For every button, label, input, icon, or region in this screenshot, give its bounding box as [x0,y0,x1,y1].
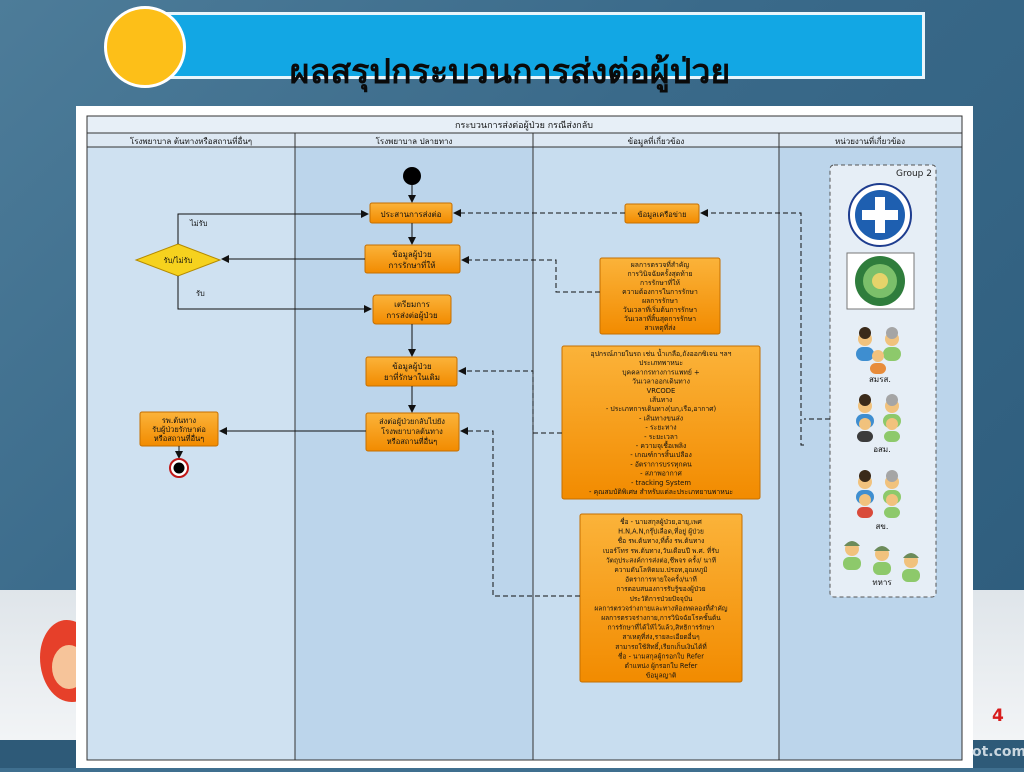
treatment-results-line: วันเวลาที่เริ่มต้นการรักษา [623,305,697,314]
people-icon-group-2 [856,394,901,442]
treatment-results-line: การรักษาที่ให้ [640,278,680,287]
treatment-results-line: การวินิจฉัยครั้งสุดท้าย [628,268,693,278]
patient-info-line: ชื่อ รพ.ต้นทาง,ที่ตั้ง รพ.ต้นทาง [618,536,705,545]
patient-info-line: การตอบสนองการรับรู้ของผู้ป่วย [616,585,705,593]
transport-info-line: วันเวลาออกเดินทาง [632,378,690,386]
treatment-results-list: ผลการตรวจที่สำคัญการวินิจฉัยครั้งสุดท้าย… [622,260,698,332]
decision-label: รับ/ไม่รับ [164,256,193,265]
label-accept: รับ [196,289,205,298]
box-origin-line3: หรือสถานที่อื่นๆ [154,433,205,443]
people-icon-group-1 [856,327,901,374]
box-medication-line2: ยาที่รักษาในเดิม [384,371,440,382]
box-origin-line1: รพ.ต้นทาง [162,416,197,425]
box-prepare-line2: การส่งต่อผู้ป่วย [386,311,437,321]
box-origin-line2: รับผู้ป่วยรักษาต่อ [152,425,206,434]
diagram-panel: กระบวนการส่งต่อผู้ป่วย กรณีส่งกลับ โรงพย… [76,106,973,768]
box-patient-treatment-line2: การรักษาที่ให้ [389,259,436,270]
treatment-results-line: ผลการตรวจที่สำคัญ [631,260,690,269]
patient-info-line: H.N,A.N,กรุ๊ปเลือด,ที่อยู่ ผู้ป่วย [618,527,704,536]
box-transport-info [561,345,761,500]
transport-info-line: - ประเภทการเดินทาง(บก,เรือ,อากาศ) [606,405,717,413]
patient-info-line: วัตถุประสงค์การส่งต่อ,ชีพจร ครั้ง/ นาที [606,555,716,564]
lane-destination [294,146,534,761]
lane-origin [86,146,296,761]
box-send-back [365,412,460,452]
patient-info-line: ชื่อ - นามสกุลผู้กรอกใบ Refer [618,651,704,660]
transport-info-list: อุปกรณ์ภายในรถ เช่น น้ำเกลือ,ถังออกซิเจน… [589,348,733,496]
label-reject: ไม่รับ [189,219,208,228]
transport-info-line: - อัตราการบรรทุกคน [630,460,692,468]
people-label-4: ทหาร [872,578,892,587]
page-title: ผลสรุปกระบวนการส่งต่อผู้ป่วย [289,52,731,92]
box-patient-treatment-line1: ข้อมูลผู้ป่วย [392,250,431,260]
box-network-label: ข้อมูลเครือข่าย [637,210,686,219]
box-send-line2: โรงพยาบาลต้นทาง [381,427,443,436]
box-patient-info [579,513,743,683]
box-coordinate [369,202,453,224]
box-send-line3: หรือสถานที่อื่นๆ [387,436,438,446]
treatment-results-line: ความต้องการในการรักษา [622,288,698,296]
people-label-3: สข. [876,522,889,531]
treatment-results-line: ผลการรักษา [642,297,678,305]
transport-info-line: - คุณสมบัติพิเศษ สำหรับแต่ละประเภทยานพาห… [589,488,733,496]
diagram-heading: กระบวนการส่งต่อผู้ป่วย กรณีส่งกลับ [455,120,593,131]
flowchart: กระบวนการส่งต่อผู้ป่วย กรณีส่งกลับ โรงพย… [86,115,963,761]
patient-info-line: สามารถใช้สิทธิ์,เรียกเก็บเงินได้ที่ [615,642,707,651]
transport-info-line: VRCODE [647,387,676,395]
patient-info-line: ความดันโลหิตมม.ปรอท,อุณหภูมิ [614,566,707,574]
lane-label-origin: โรงพยาบาล ต้นทางหรือสถานที่อื่นๆ [130,135,252,146]
transport-info-line: - tracking System [631,479,691,487]
transport-info-line: - เกณฑ์การสิ้นเปลือง [630,449,692,459]
people-icon-group-4 [843,541,920,582]
title-bar [150,12,925,79]
patient-info-line: ข้อมูลญาติ [646,672,676,680]
people-label-2: อสม. [873,445,891,454]
group-2-label: Group 2 [896,169,932,179]
transport-info-line: - ความจุเชื้อเพลิง [636,440,687,450]
patient-info-line: ผลการตรวจร่างกายและทางห้องทดลองที่สำคัญ [594,603,728,612]
patient-info-line: สาเหตุที่ส่ง,รายละเอียดอื่นๆ [622,632,700,641]
transport-info-line: - สภาพอากาศ [640,470,682,478]
patient-info-list: ชื่อ - นามสกุลผู้ป่วย,อายุ,เพศH.N,A.N,กร… [594,517,728,680]
transport-info-line: เส้นทาง [650,396,673,404]
transport-info-line: - เส้นทางขนส่ง [639,414,683,422]
watermark: ot.com [972,744,1024,760]
lane-label-agencies: หน่วยงานที่เกี่ยวข้อง [835,135,905,146]
title-circle-icon [104,6,186,88]
people-icon-group-3 [856,470,901,518]
patient-info-line: เบอร์โทร รพ.ต้นทาง,วันเดือนปี พ.ศ. ที่รั… [603,546,719,555]
box-medication-line1: ข้อมูลผู้ป่วย [392,362,431,372]
transport-info-line: - ระยะทาง [645,424,676,432]
box-prepare-line1: เตรียมการ [394,300,431,309]
patient-info-line: ชื่อ - นามสกุลผู้ป่วย,อายุ,เพศ [620,517,703,526]
transport-info-line: ประเภทพาหนะ [639,359,683,367]
patient-info-line: ประวัติการป่วยปัจจุบัน [630,595,693,603]
transport-info-line: บุคคลากรทางการแพทย์ + [622,368,700,376]
treatment-results-line: วันเวลาที่สิ้นสุดการรักษา [624,313,696,323]
box-coordinate-label: ประสานการส่งต่อ [381,210,442,219]
box-treatment-results [599,257,721,335]
box-send-line1: ส่งต่อผู้ป่วยกลับไปยัง [379,417,445,426]
start-node [403,167,421,185]
patient-info-line: อัตราการหายใจครั้ง/นาที [625,575,697,584]
patient-info-line: การรักษาที่ได้ให้ไว้แล้ว,สิทธิการรักษา [608,623,715,632]
transport-info-line: - ระยะเวลา [644,433,678,441]
lane-label-info: ข้อมูลที่เกี่ยวข้อง [628,135,685,147]
treatment-results-line: สาเหตุที่ส่ง [644,323,675,332]
patient-info-line: ตำแหน่ง ผู้กรอกใบ Refer [625,662,698,670]
lane-label-destination: โรงพยาบาล ปลายทาง [376,136,453,146]
people-label-1: สมรส. [869,375,891,384]
patient-info-line: ผลการตรวจร่างกาย,การวินิจฉัยโรคชั้นต้น [601,613,721,622]
transport-info-line: อุปกรณ์ภายในรถ เช่น น้ำเกลือ,ถังออกซิเจน… [591,348,732,358]
page-number: 4 [992,706,1004,726]
